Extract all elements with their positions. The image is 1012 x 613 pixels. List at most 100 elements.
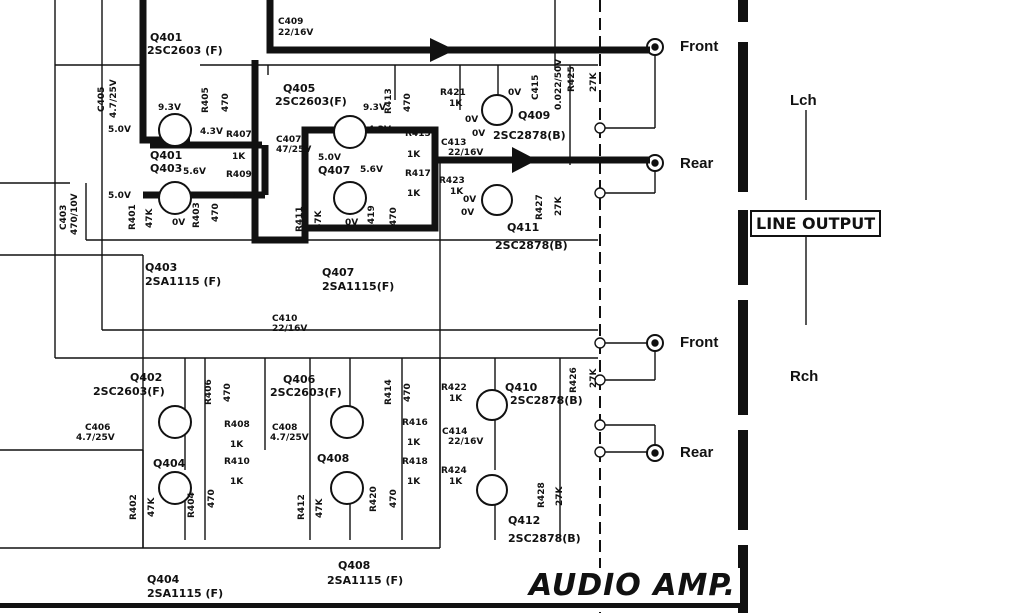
r412-value: 47K	[315, 498, 325, 519]
c403-ref: C403	[59, 204, 69, 230]
q406-part: 2SC2603(F)	[270, 386, 342, 399]
c414-value: 22/16V	[448, 437, 484, 447]
r419-value: 470	[389, 207, 399, 226]
c409-value: 22/16V	[278, 28, 314, 38]
jack-label-rch-front: Front	[680, 334, 719, 351]
q408-part: 2SA1115 (F)	[327, 574, 404, 587]
jack-label-lch-rear: Rear	[680, 155, 714, 172]
q410-ref: Q410	[505, 381, 538, 394]
r415-ref: R415	[405, 129, 431, 139]
voltage-q401-c: 9.3V	[158, 103, 181, 113]
r415-value: 1K	[407, 150, 421, 160]
r427-ref: R427	[535, 194, 545, 220]
r421-ref: R421	[440, 88, 466, 98]
q401-ref-alt: Q401	[150, 149, 183, 162]
r425-ref: R425	[567, 66, 577, 92]
q405-part: 2SC2603(F)	[275, 95, 347, 108]
r406-value: 470	[223, 383, 233, 402]
r424-value: 1K	[449, 477, 463, 487]
r402-value: 47K	[147, 497, 157, 518]
q408-ref-inline: Q408	[317, 452, 350, 465]
voltage-q405-c: 9.3V	[363, 103, 386, 113]
r414-value: 470	[403, 383, 413, 402]
r409-ref: R409	[226, 170, 252, 180]
q403-ref-inline: Q403	[150, 162, 183, 175]
q405-ref: Q405	[283, 82, 316, 95]
r408-ref: R408	[224, 420, 250, 430]
q404-ref-inline: Q404	[153, 457, 186, 470]
r425-value: 27K	[589, 72, 599, 93]
line-output-label: LINE OUTPUT	[750, 210, 882, 237]
q410-part: 2SC2878(B)	[510, 394, 583, 407]
r417-value: 1K	[407, 189, 421, 199]
q411-ref: Q411	[507, 221, 540, 234]
q407-part: 2SA1115(F)	[322, 280, 395, 293]
q409-part: 2SC2878(B)	[493, 129, 566, 142]
c408-value: 4.7/25V	[270, 433, 309, 443]
q412-part: 2SC2878(B)	[508, 532, 581, 545]
q401-ref: Q401	[150, 31, 183, 44]
q404-ref: Q404	[147, 573, 180, 586]
voltage-q403-b: 5.0V	[108, 191, 131, 201]
voltage-q407-e: 5.6V	[360, 165, 383, 175]
r410-ref: R410	[224, 457, 250, 467]
r422-ref: R422	[441, 383, 467, 393]
r420-ref: R420	[369, 486, 379, 512]
r427-value: 27K	[554, 196, 564, 217]
q412-ref: Q412	[508, 514, 541, 527]
r419-ref: R419	[367, 205, 377, 231]
q403-part: 2SA1115 (F)	[145, 275, 222, 288]
c403-value: 470/10V	[70, 193, 80, 235]
r421-value: 1K	[449, 99, 463, 109]
r422-value: 1K	[449, 394, 463, 404]
r409-value: 1K	[232, 191, 246, 201]
c406-ref: C406	[85, 423, 111, 433]
voltage-q403-e: 5.6V	[183, 167, 206, 177]
c413-value: 22/16V	[448, 148, 484, 158]
q409-ref: Q409	[518, 109, 551, 122]
section-title: AUDIO AMP.	[525, 568, 740, 603]
r404-value: 470	[207, 489, 217, 508]
r416-ref: R416	[402, 418, 428, 428]
r407-value: 1K	[232, 152, 246, 162]
voltage-q411-b: 0V	[461, 208, 475, 218]
r402-ref: R402	[129, 494, 139, 520]
r403-value: 470	[211, 203, 221, 222]
c415-ref: C415	[531, 74, 541, 100]
r413-value: 470	[403, 93, 413, 112]
r424-ref: R424	[441, 466, 467, 476]
r426-ref: R426	[569, 367, 579, 393]
voltage-q401-b: 5.0V	[108, 125, 131, 135]
q401-part: 2SC2603 (F)	[147, 44, 223, 57]
r423-value: 1K	[450, 187, 464, 197]
r420-value: 470	[389, 489, 399, 508]
voltage-q403-c: 0V	[172, 218, 186, 228]
c408-ref: C408	[272, 423, 298, 433]
q408-ref: Q408	[338, 559, 371, 572]
r412-ref: R412	[297, 494, 307, 520]
r410-value: 1K	[230, 477, 244, 487]
r416-value: 1K	[407, 438, 421, 448]
r418-value: 1K	[407, 477, 421, 487]
q402-ref: Q402	[130, 371, 163, 384]
c413-ref: C413	[441, 138, 467, 148]
q407-ref: Q407	[322, 266, 355, 279]
r428-value: 27K	[555, 486, 565, 507]
r404-ref: R404	[187, 492, 197, 518]
q402-part: 2SC2603(F)	[93, 385, 165, 398]
r414-ref: R414	[384, 379, 394, 405]
r426-value: 27K	[589, 368, 599, 389]
q403-ref: Q403	[145, 261, 178, 274]
r413-ref: R413	[384, 88, 394, 114]
c407-value: 47/25V	[276, 145, 312, 155]
c414-ref: C414	[442, 427, 468, 437]
r408-value: 1K	[230, 440, 244, 450]
r406-ref: R406	[204, 379, 214, 405]
c415-value: 0.022/50V	[554, 58, 564, 110]
c410-value: 22/16V	[272, 324, 308, 334]
rch-label: Rch	[790, 368, 819, 385]
r423-ref: R423	[439, 176, 465, 186]
voltage-q405-e: 4.3V	[368, 125, 391, 135]
c405-ref: C405	[97, 86, 107, 112]
